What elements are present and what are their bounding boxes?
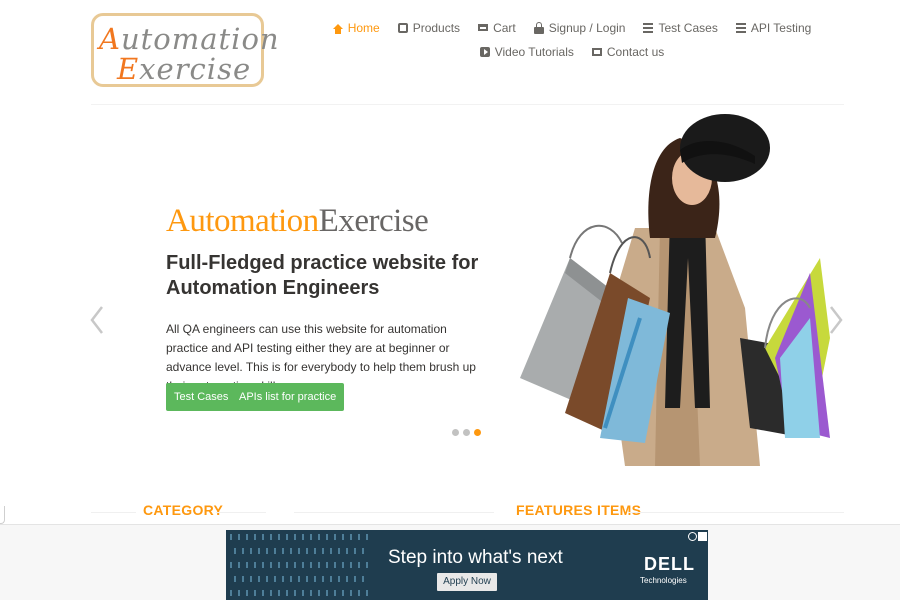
slide-title: Full-Fledged practice website for Automa… [166, 252, 479, 299]
slide-brand: AutomationExercise [166, 203, 429, 240]
ad-info-icon[interactable] [688, 532, 697, 541]
slider-next-button[interactable] [829, 305, 843, 335]
test-cases-button[interactable]: Test Cases [166, 383, 237, 411]
features-items-heading: FEATURES ITEMS [516, 502, 642, 518]
slider-prev-button[interactable] [90, 305, 104, 335]
ad-apply-now-button[interactable]: Apply Now [437, 573, 497, 591]
nav-signup-login-label: Signup / Login [548, 21, 626, 35]
list-icon [643, 23, 654, 33]
slide-brand-part2: Exercise [318, 203, 429, 239]
cart-icon [478, 23, 489, 31]
envelope-icon [591, 48, 602, 56]
nav-products-label: Products [412, 21, 461, 35]
youtube-icon [479, 47, 490, 57]
logo-line-1: Automation [99, 22, 280, 56]
ad-close-icon[interactable] [698, 532, 707, 541]
nav-contact-us-label: Contact us [606, 45, 665, 59]
nav-contact-us[interactable]: Contact us [591, 45, 665, 59]
slider-dot-3[interactable] [474, 429, 481, 436]
nav-cart[interactable]: Cart [478, 21, 516, 35]
slider-dot-2[interactable] [463, 429, 470, 436]
nav-signup-login[interactable]: Signup / Login [533, 21, 626, 35]
logo-line-2: Exercise [117, 52, 252, 86]
hero-woman-shopping-image [520, 114, 830, 466]
chevron-right-icon [830, 306, 843, 334]
chevron-left-icon [90, 306, 103, 334]
features-rule-left [294, 512, 494, 513]
nav-test-cases-label: Test Cases [658, 21, 718, 35]
ad-brand-logo: DELL [644, 554, 695, 574]
nav-video-tutorials[interactable]: Video Tutorials [479, 45, 574, 59]
slide-brand-part1: Automation [166, 203, 319, 239]
slide-description: All QA engineers can use this website fo… [166, 322, 476, 393]
header-divider [91, 104, 844, 105]
slider-indicators [452, 429, 485, 436]
nav-row-2: Video Tutorials Contact us [352, 40, 792, 64]
nav-home-label: Home [347, 21, 380, 35]
page-edge-tab [0, 506, 5, 524]
box-icon [397, 23, 408, 33]
ad-pattern-graphic [230, 534, 368, 596]
ad-headline: Step into what's next [388, 547, 563, 568]
site-logo[interactable]: Automation Exercise [91, 13, 279, 87]
lock-icon [533, 21, 544, 34]
nav-row-1: Home Products Cart Signup / Login Test C… [332, 16, 811, 40]
category-rule-left [91, 512, 136, 513]
main-nav: Home Products Cart Signup / Login Test C… [332, 16, 811, 64]
nav-api-testing[interactable]: API Testing [735, 21, 812, 35]
ad-brand-subtitle: Technologies [640, 576, 687, 585]
nav-test-cases[interactable]: Test Cases [643, 21, 718, 35]
features-rule-right [628, 512, 844, 513]
apis-list-button[interactable]: APIs list for practice [231, 383, 345, 411]
category-rule-right [216, 512, 266, 513]
nav-api-testing-label: API Testing [750, 21, 812, 35]
nav-video-tutorials-label: Video Tutorials [494, 45, 574, 59]
nav-products[interactable]: Products [397, 21, 461, 35]
list-icon [735, 23, 746, 33]
slider-dot-1[interactable] [452, 429, 459, 436]
home-icon [332, 23, 343, 34]
advertisement-banner[interactable]: Step into what's next Apply Now DELL Tec… [226, 530, 708, 600]
category-heading: CATEGORY [143, 502, 224, 518]
nav-home[interactable]: Home [332, 21, 380, 35]
nav-cart-label: Cart [493, 21, 516, 35]
